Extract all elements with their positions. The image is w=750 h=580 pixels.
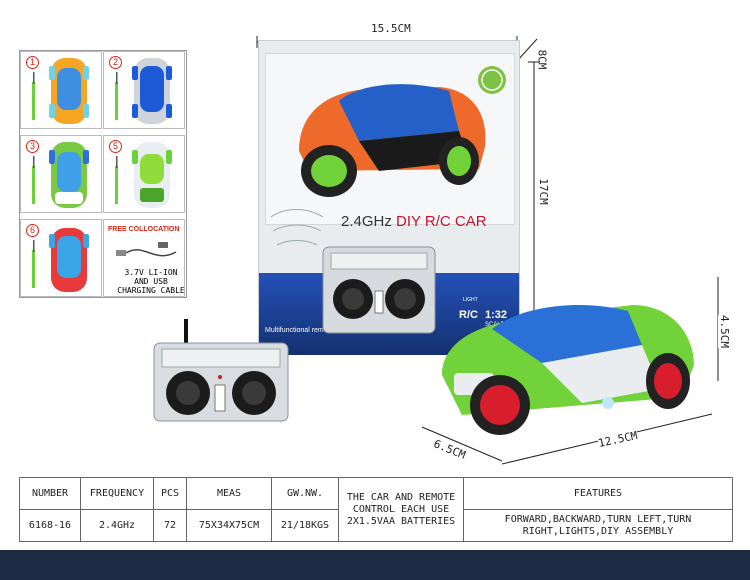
- car-outline-drawing: [270, 209, 324, 246]
- boxed-orange-car-image: [299, 84, 486, 197]
- depth-dimension-line: [516, 38, 538, 62]
- boxed-remote-image: [322, 246, 436, 334]
- variant-grid: 1 2 3 5: [19, 50, 187, 298]
- header-gw-nw: GW.NW.: [271, 477, 339, 510]
- variant-car-5-image: [115, 142, 172, 208]
- variant-number: 6: [26, 224, 39, 237]
- package-box: 2.4GHz DIY R/C CAR Multifunctional remot…: [258, 40, 520, 355]
- header-pcs: PCS: [153, 477, 187, 510]
- height-dimension-label: 17CM: [536, 178, 550, 205]
- cell-features: FORWARD,BACKWARD,TURN LEFT,TURN RIGHT,LI…: [463, 509, 733, 542]
- variant-number: 1: [26, 56, 39, 69]
- package-subtitle: Multifunctional remote Racing car: [265, 327, 369, 334]
- table-row: 6168-16 2.4GHz 72 75X34X75CM 21/18KGS FO…: [19, 509, 733, 542]
- variant-car-2-image: [115, 58, 172, 124]
- width-dimension-label: 15.5CM: [368, 22, 414, 35]
- variant-cell-6: 6: [20, 219, 102, 297]
- variant-cell-5: 5: [103, 135, 185, 213]
- cell-gw-nw: 21/18KGS: [271, 509, 339, 542]
- header-features: FEATURES: [463, 477, 733, 510]
- car-height-dimension-label: 4.5CM: [718, 314, 732, 349]
- usb-cable-icon: [116, 242, 177, 257]
- free-collocation-cell: FREE COLLOCATION 3.7V LI-ION AND USB CHA…: [103, 219, 185, 297]
- footer-bar: [0, 550, 750, 580]
- cell-meas: 75X34X75CM: [186, 509, 272, 542]
- battery-description: 3.7V LI-ION AND USB CHARGING CABLE: [112, 268, 190, 295]
- header-battery-note: THE CAR AND REMOTE CONTROL EACH USE 2X1.…: [338, 477, 464, 542]
- header-meas: MEAS: [186, 477, 272, 510]
- package-title-highlight: DIY R/C CAR: [396, 213, 487, 230]
- variant-cell-2: 2: [103, 51, 185, 129]
- variant-cell-3: 3: [20, 135, 102, 213]
- brand-logo-icon: [478, 66, 506, 94]
- light-label: LIGHT: [463, 297, 478, 303]
- battery-line-3: CHARGING CABLE: [117, 286, 185, 295]
- battery-line-1: 3.7V LI-ION: [124, 268, 178, 277]
- variant-cell-1: 1: [20, 51, 102, 129]
- free-collocation-label: FREE COLLOCATION: [108, 226, 180, 233]
- table-header-row: NUMBER FREQUENCY PCS MEAS GW.NW. THE CAR…: [19, 477, 733, 542]
- variant-number: 5: [109, 140, 122, 153]
- package-title: 2.4GHz DIY R/C CAR: [341, 213, 487, 230]
- car-width-dimension-line: [421, 426, 503, 462]
- green-car-image: [442, 305, 694, 435]
- variant-car-6-image: [32, 228, 89, 292]
- cell-frequency: 2.4GHz: [80, 509, 154, 542]
- variant-car-1-image: [32, 58, 89, 124]
- scale-value: 1:32: [485, 309, 508, 321]
- remote-control-image: [153, 319, 289, 422]
- package-title-main: 2.4GHz: [341, 213, 397, 230]
- spec-table: NUMBER FREQUENCY PCS MEAS GW.NW. THE CAR…: [19, 477, 733, 542]
- rc-label: R/C: [459, 309, 478, 321]
- cell-number: 6168-16: [19, 509, 81, 542]
- variant-number: 3: [26, 140, 39, 153]
- header-frequency: FREQUENCY: [80, 477, 154, 510]
- variant-car-3-image: [32, 142, 89, 208]
- header-number: NUMBER: [19, 477, 81, 510]
- variant-number: 2: [109, 56, 122, 69]
- battery-line-2: AND USB: [134, 277, 168, 286]
- cell-pcs: 72: [153, 509, 187, 542]
- car-height-dimension-line: [717, 277, 719, 381]
